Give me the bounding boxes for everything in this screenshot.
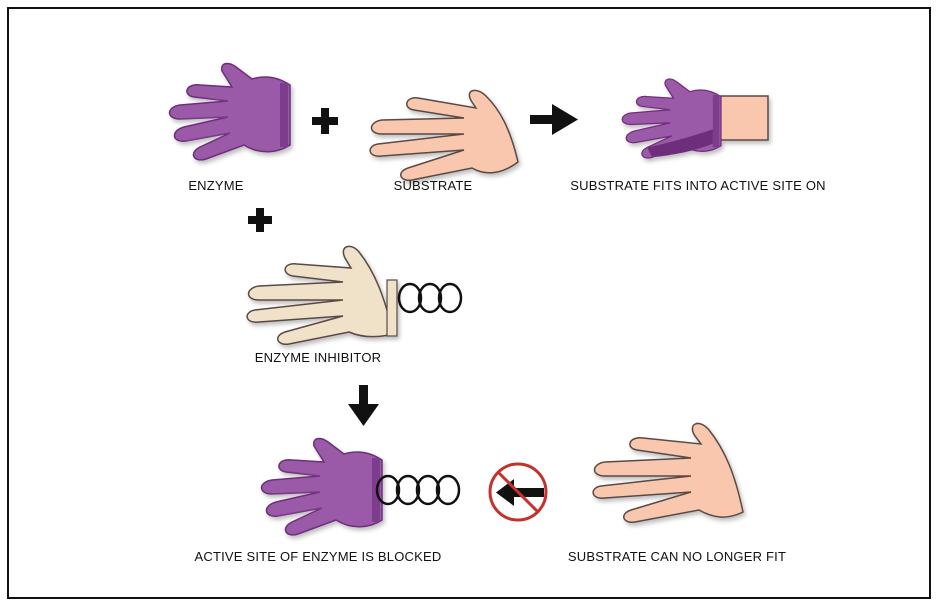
substrate-label: SUBSTRATE — [393, 178, 473, 193]
blocked-label: ACTIVE SITE OF ENZYME IS BLOCKED — [194, 549, 442, 564]
enzyme-substrate-complex-icon — [621, 78, 769, 159]
substrate-hand-icon — [369, 89, 519, 181]
rejected-substrate-hand-icon — [592, 422, 744, 523]
fits-label: SUBSTRATE FITS INTO ACTIVE SITE ON — [570, 178, 826, 193]
enzyme-label: ENZYME — [188, 178, 244, 193]
plus-icon — [312, 108, 338, 134]
arrow-right-icon — [530, 104, 578, 135]
inhibitor-hand-icon — [246, 245, 398, 345]
plus-icon — [248, 208, 272, 232]
blocked-enzyme-hand-icon — [260, 437, 383, 536]
no-entry-icon — [488, 462, 548, 522]
inhibitor-label: ENZYME INHIBITOR — [254, 350, 382, 365]
inhibitor-spring-icon — [397, 282, 463, 314]
blocked-spring-icon — [375, 474, 461, 506]
diagram-frame — [7, 7, 931, 599]
arrow-down-icon — [348, 385, 379, 426]
enzyme-hand-icon — [168, 62, 291, 161]
no-fit-label: SUBSTRATE CAN NO LONGER FIT — [567, 549, 787, 564]
